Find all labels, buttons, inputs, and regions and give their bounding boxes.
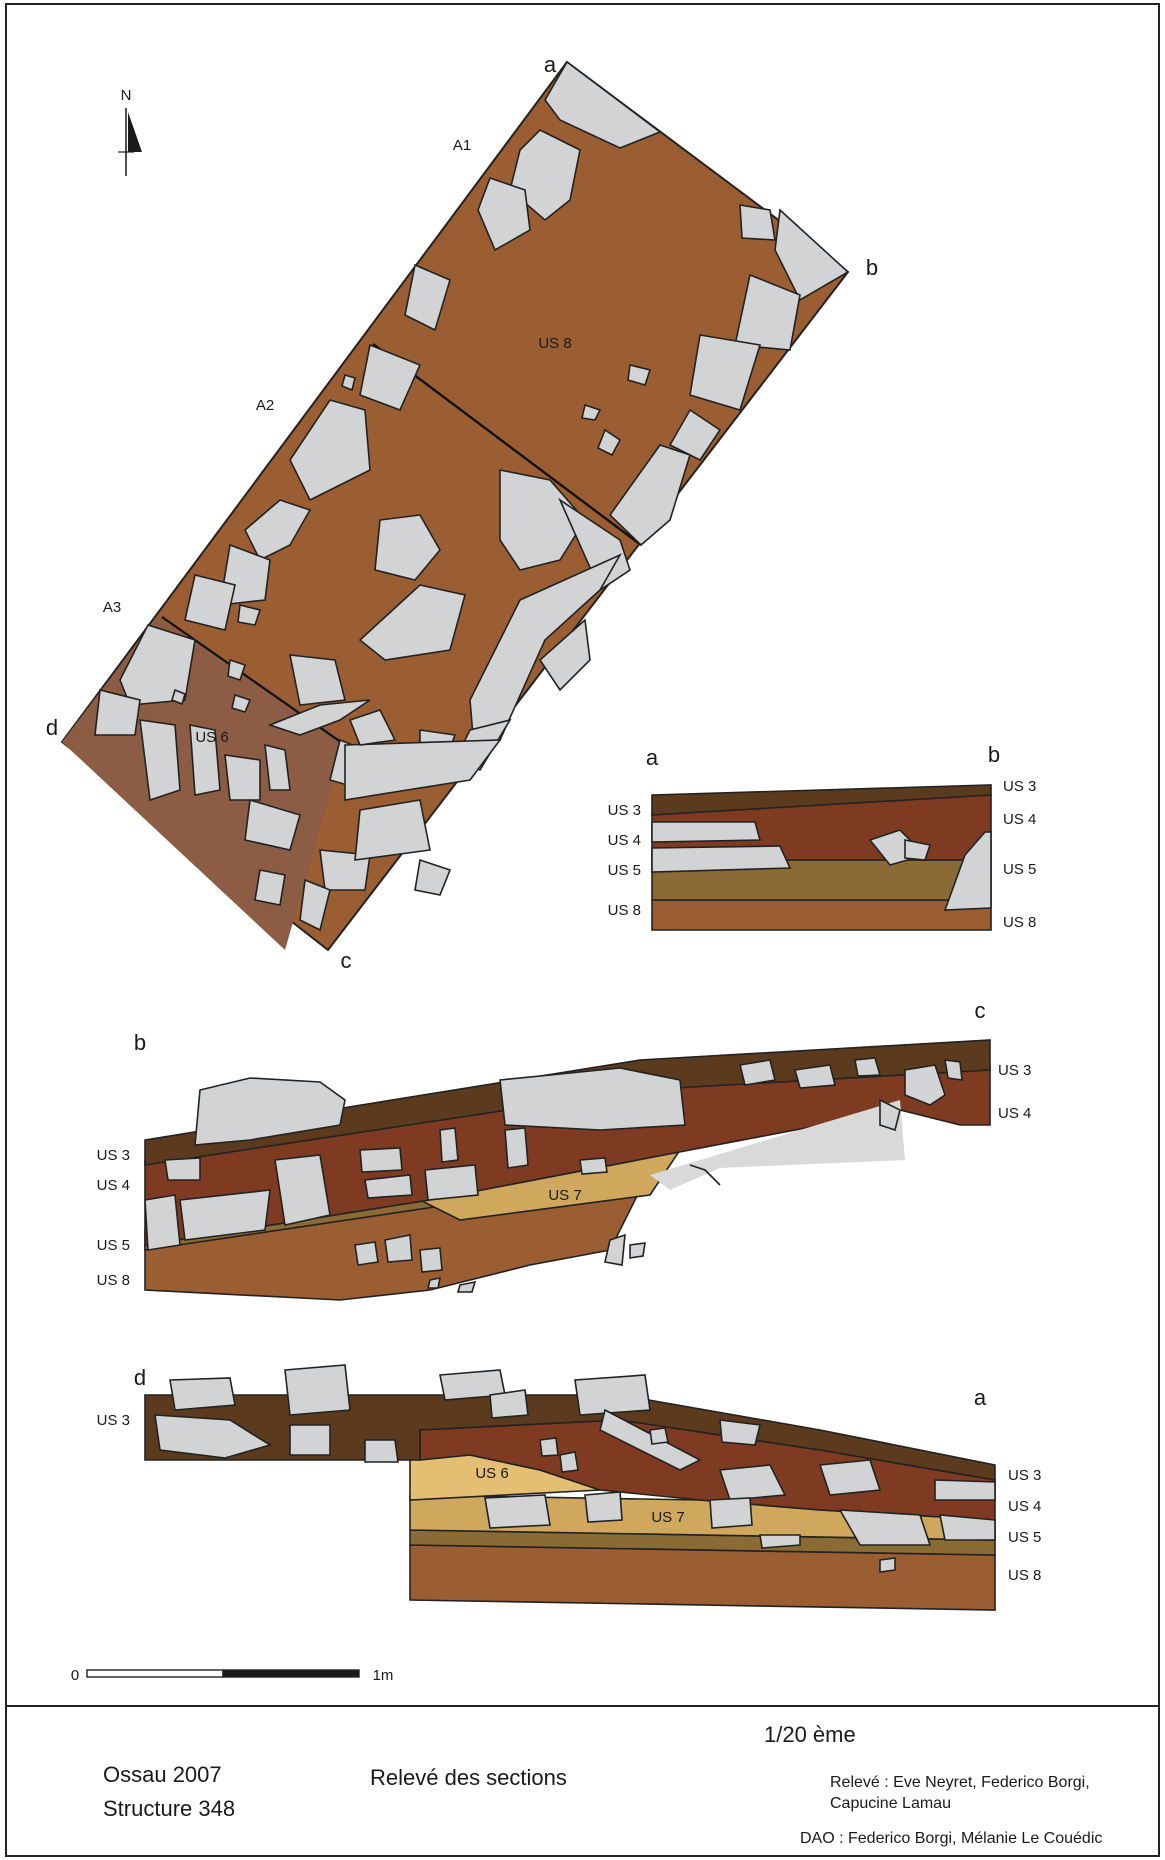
plan-us8-label: US 8: [538, 335, 571, 352]
section-ab-right-us3: US 3: [1003, 778, 1036, 795]
scale-bar: 0 1m: [71, 1667, 394, 1684]
footer-scale: 1/20 ème: [764, 1722, 856, 1747]
section-da-right-us4: US 4: [1008, 1498, 1041, 1515]
section-ab-left-us8: US 8: [608, 902, 641, 919]
excavation-plan: a b c d A1 A2 A3 US 8 US 6: [46, 52, 878, 973]
section-da-us6-label: US 6: [475, 1465, 508, 1482]
footer-releve-line1: Relevé : Eve Neyret, Federico Borgi,: [830, 1774, 1090, 1791]
section-ab: a b US 3 US 4 US 5 US 8 US 3 US 4 US 5 U…: [608, 742, 1037, 931]
section-da-us7-label: US 7: [651, 1509, 684, 1526]
section-bc-end-c: c: [975, 998, 986, 1023]
section-ab-left-us4: US 4: [608, 832, 641, 849]
section-ab-end-a: a: [646, 745, 659, 770]
north-label: N: [121, 87, 132, 104]
footer-releve-line2: Capucine Lamau: [830, 1795, 951, 1812]
section-ab-left-us3: US 3: [608, 802, 641, 819]
plan-corner-d: d: [46, 715, 58, 740]
plan-stones: [94, 60, 850, 932]
section-da-right-us5: US 5: [1008, 1529, 1041, 1546]
page-frame: [5, 3, 1160, 1857]
section-ab-right-us4: US 4: [1003, 811, 1036, 828]
section-ab-left-us5: US 5: [608, 862, 641, 879]
section-bc-stones: [144, 1057, 963, 1293]
section-da-left-us3: US 3: [97, 1412, 130, 1429]
section-da-stones: [154, 1364, 996, 1573]
section-bc-end-b: b: [134, 1030, 146, 1055]
section-da-end-d: d: [134, 1365, 146, 1390]
footer-structure: Structure 348: [103, 1796, 236, 1821]
section-da-us3: [144, 1394, 996, 1481]
footer-dao: DAO : Federico Borgi, Mélanie Le Couédic: [800, 1830, 1103, 1847]
scale-bar-end: 1m: [373, 1667, 394, 1684]
section-ab-us8: [651, 899, 992, 931]
section-bc-left-us8: US 8: [97, 1272, 130, 1289]
plan-corner-b: b: [866, 255, 878, 280]
section-da-end-a: a: [974, 1385, 987, 1410]
section-da-right-us8: US 8: [1008, 1567, 1041, 1584]
north-arrow-icon: N: [118, 87, 142, 176]
section-bc-left-us5: US 5: [97, 1237, 130, 1254]
plan-sector-a2: A2: [256, 397, 274, 414]
section-bc-right-us4: US 4: [998, 1105, 1031, 1122]
section-da: d a US 3 US 3 US 4 US 5 US 8 US 6 US 7: [97, 1364, 1041, 1611]
section-bc-right-us3: US 3: [998, 1062, 1031, 1079]
section-da-right-us3: US 3: [1008, 1467, 1041, 1484]
section-bc: b c US 3 US 4 US 5 US 8 US 3 US 4 US 7: [97, 998, 1031, 1301]
scale-bar-start: 0: [71, 1667, 79, 1684]
plan-sector-a3: A3: [103, 599, 121, 616]
section-ab-right-us5: US 5: [1003, 861, 1036, 878]
plan-corner-c: c: [341, 948, 352, 973]
section-bc-us7-label: US 7: [548, 1187, 581, 1204]
plan-divider-a1-a2: [372, 343, 642, 546]
footer-title: Relevé des sections: [370, 1765, 567, 1790]
plan-corner-a: a: [544, 52, 557, 77]
section-ab-us3: [651, 784, 992, 816]
plan-us6-label: US 6: [195, 729, 228, 746]
section-bc-left-us4: US 4: [97, 1177, 130, 1194]
section-bc-left-us3: US 3: [97, 1147, 130, 1164]
plan-sector-a1: A1: [453, 137, 471, 154]
section-bc-us3: [144, 1039, 991, 1166]
section-da-us8: [409, 1544, 996, 1611]
section-ab-right-us8: US 8: [1003, 914, 1036, 931]
section-ab-end-b: b: [988, 742, 1000, 767]
footer-site: Ossau 2007: [103, 1762, 222, 1787]
